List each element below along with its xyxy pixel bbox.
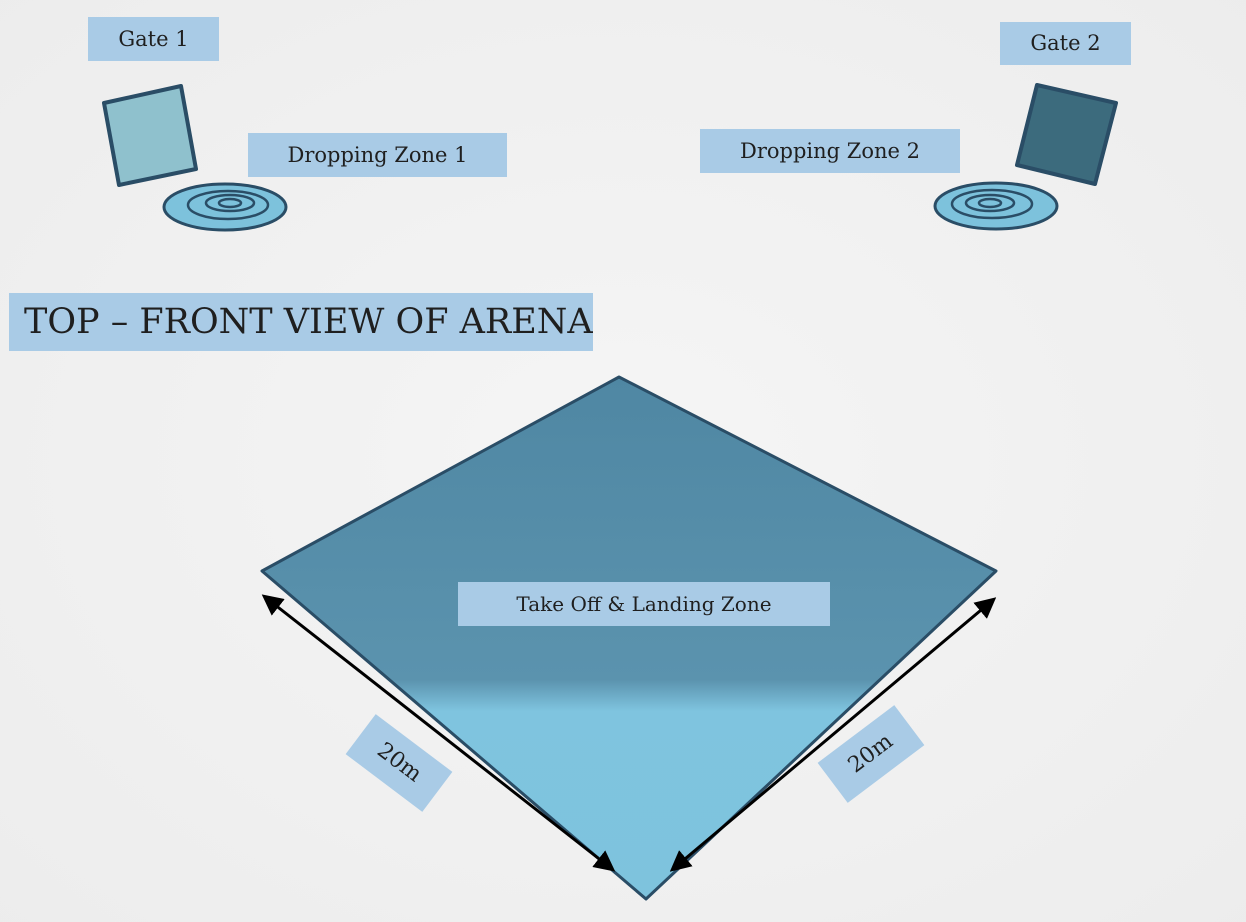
dropping-zone-1-label: Dropping Zone 1	[248, 133, 507, 177]
dropping-target-2	[933, 181, 1059, 231]
landing-zone-label: Take Off & Landing Zone	[458, 582, 830, 626]
dimension-arrow-left	[261, 594, 616, 872]
gate-2-label: Gate 2	[1000, 22, 1131, 65]
dimension-arrow-right	[669, 597, 997, 872]
dropping-target-1	[162, 182, 288, 232]
gate-2-frame	[1015, 83, 1118, 186]
dropping-zone-2-label: Dropping Zone 2	[700, 129, 960, 173]
landing-pad	[260, 375, 998, 901]
diagram-title: TOP – FRONT VIEW OF ARENA	[9, 293, 593, 351]
gate-1-frame	[102, 84, 198, 187]
gate-1-label: Gate 1	[88, 17, 219, 61]
